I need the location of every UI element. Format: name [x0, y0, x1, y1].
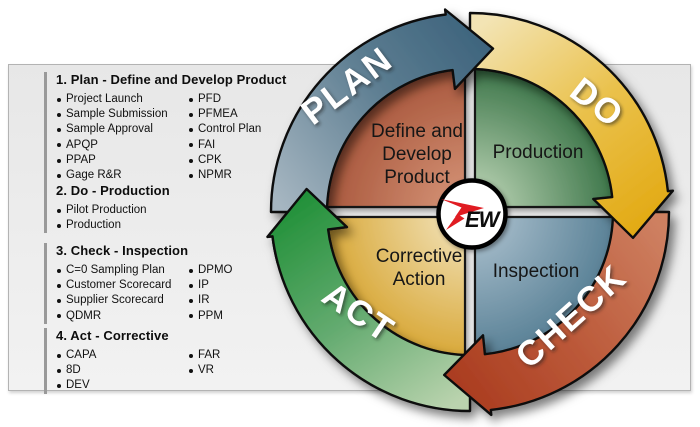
bullet-item: FAR: [188, 348, 220, 363]
bullet-item: Customer Scorecard: [56, 278, 188, 293]
bullet-item: Control Plan: [188, 122, 261, 137]
ew-logo-swoosh-tail: [446, 214, 465, 230]
bullet-item: VR: [188, 363, 220, 378]
bullet-item: Production: [56, 218, 188, 233]
quadrant-define-label-line3: Product: [384, 167, 450, 188]
bullet-item: Project Launch: [56, 92, 188, 107]
check-arrow: [443, 210, 671, 417]
do-arrow: [468, 11, 675, 239]
quadrant-production-label: Production: [493, 142, 584, 163]
plan-arrow: [269, 8, 495, 214]
ew-logo: EW: [436, 178, 508, 250]
section-act-title: 4. Act - Corrective: [56, 328, 169, 343]
section-check-title: 3. Check - Inspection: [56, 243, 189, 258]
bullet-item: FAI: [188, 138, 261, 153]
bullet-item: Sample Submission: [56, 107, 188, 122]
bullet-item: PPAP: [56, 153, 188, 168]
bullet-item: IR: [188, 293, 233, 308]
bullet-item: IP: [188, 278, 233, 293]
section-plan: 1. Plan - Define and Develop Product Pro…: [44, 72, 322, 184]
bullet-item: Pilot Production: [56, 203, 188, 218]
bullet-item: APQP: [56, 138, 188, 153]
quadrant-corrective-label-line1: Corrective: [376, 246, 463, 267]
ew-logo-text: EW: [465, 207, 502, 232]
bullet-item: C=0 Sampling Plan: [56, 263, 188, 278]
bullet-item: Sample Approval: [56, 122, 188, 137]
section-do-title: 2. Do - Production: [56, 183, 170, 198]
quadrant-corrective-label-line2: Action: [393, 269, 446, 290]
bullet-item: CAPA: [56, 348, 188, 363]
bullet-item: CPK: [188, 153, 261, 168]
ew-logo-circle: [436, 178, 508, 250]
bullet-item: QDMR: [56, 309, 188, 324]
section-plan-title: 1. Plan - Define and Develop Product: [56, 72, 287, 87]
bullet-item: PPM: [188, 309, 233, 324]
quadrant-inspection-label: Inspection: [493, 261, 580, 282]
bullet-item: Gage R&R: [56, 168, 188, 183]
bullet-item: PFD: [188, 92, 261, 107]
bullet-item: DEV: [56, 378, 188, 393]
quadrant-define-label-line2: Develop: [382, 144, 452, 165]
bullet-item: NPMR: [188, 168, 261, 183]
bullet-item: PFMEA: [188, 107, 261, 122]
quadrant-define-label-line1: Define and: [371, 121, 463, 142]
bullet-item: Supplier Scorecard: [56, 293, 188, 308]
ew-logo-swoosh: [441, 199, 484, 217]
bullet-item: 8D: [56, 363, 188, 378]
bullet-item: DPMO: [188, 263, 233, 278]
act-arrow-head: [266, 187, 349, 264]
